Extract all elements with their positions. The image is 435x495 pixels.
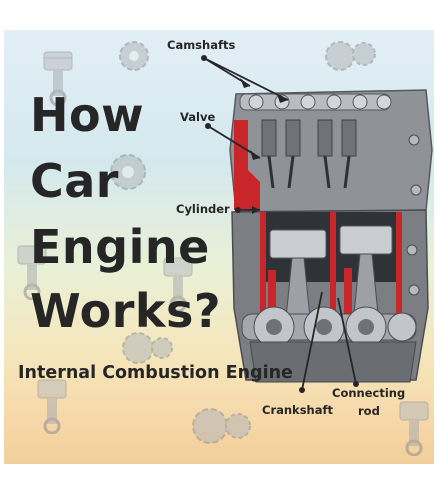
label-crankshaft: Crankshaft: [262, 403, 333, 417]
piston-icon: [17, 245, 47, 300]
label-valve: Valve: [180, 110, 216, 124]
piston-icon: [163, 257, 193, 312]
gear-icon: [192, 408, 251, 444]
label-cylinder: Cylinder: [176, 202, 230, 216]
engine-cutaway-illustration: [229, 89, 433, 383]
label-camshafts: Camshafts: [167, 38, 236, 52]
title-line-1: How: [30, 88, 145, 142]
subtitle: Internal Combustion Engine: [18, 363, 293, 383]
gear-icon: [110, 154, 146, 190]
piston-icon: [37, 379, 67, 434]
label-connecting-rod-line-2: rod: [358, 404, 380, 418]
title-line-4: Works?: [30, 284, 222, 338]
title-line-3: Engine: [30, 220, 210, 274]
book-cover: How Car Engine Works? Internal Combustio…: [4, 30, 434, 464]
piston-icon: [43, 51, 73, 106]
piston-icon: [399, 401, 429, 456]
gear-icon: [122, 332, 173, 364]
label-connecting-rod-line-1: Connecting: [332, 386, 406, 400]
gear-icon: [325, 41, 376, 71]
callout-lines: [201, 55, 359, 393]
gear-icon: [119, 41, 149, 71]
title-line-2: Car: [30, 154, 119, 208]
